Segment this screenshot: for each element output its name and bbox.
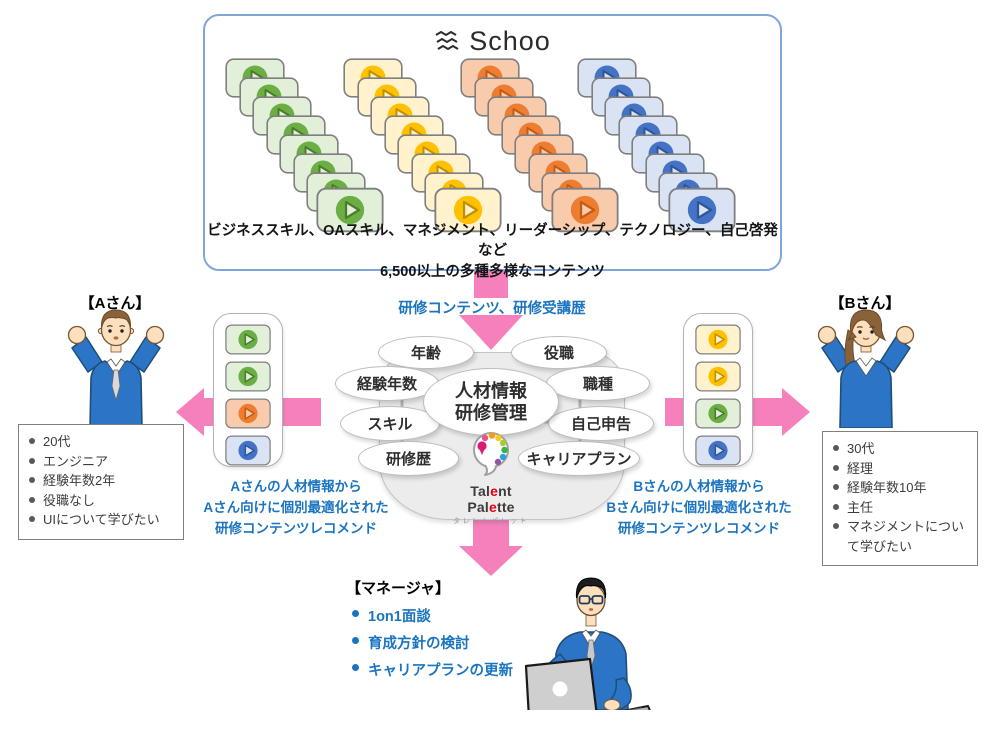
oval-career-plan: キャリアプラン	[518, 441, 640, 476]
schoo-logo-text: Schoo	[469, 26, 551, 56]
attr-item: 20代	[29, 432, 173, 452]
core-label-line1: 人材情報	[455, 380, 527, 401]
bullet-dot	[833, 464, 839, 471]
oval-job-type: 職種	[546, 366, 650, 401]
talent-palette-wordmark: Talent Palette	[467, 483, 515, 515]
attr-item: 30代	[833, 439, 967, 459]
schoo-description-line2: 6,500以上の多種多様なコンテンツ	[380, 263, 605, 280]
bullet-dot	[352, 610, 359, 617]
video-card-green	[315, 187, 384, 233]
flow-label-training-contents: 研修コンテンツ、研修受講歴	[398, 301, 586, 317]
talent-palette-kana: タレントパレット	[453, 518, 529, 525]
person-a-recommend-text: Aさんの人材情報から Aさん向けに個別最適化された 研修コンテンツレコメンド	[203, 479, 389, 536]
bullet-dot	[29, 438, 35, 444]
schoo-description-line1: ビジネススキル、OAスキル、マネジメント、リーダーシップ、テクノロジー、自己啓発…	[207, 223, 778, 260]
bullet-dot	[352, 664, 359, 671]
bullet-dot	[29, 496, 35, 503]
oval-hr-training-management: 人材情報 研修管理	[423, 368, 559, 436]
bullet-dot	[833, 503, 839, 510]
palette-icon	[473, 432, 509, 476]
manager-task-list: 1on1面談 育成方針の検討 キャリアプランの更新	[352, 605, 513, 686]
attr-item: 経理	[833, 459, 967, 479]
manager-task: キャリアプランの更新	[352, 659, 513, 680]
oval-experience-years: 経験年数	[335, 366, 439, 401]
oval-position: 役職	[511, 336, 607, 369]
schoo-content-box: Schoo ビジネススキル、OAスキル、マネジメント、リーダーシップ、テクノロジ…	[203, 14, 782, 280]
manager-title: 【マネージャ】	[346, 580, 450, 597]
bullet-dot	[833, 484, 839, 490]
bullet-dot	[833, 445, 839, 451]
manager-illustration	[524, 577, 651, 710]
schoo-waves-icon	[435, 30, 459, 50]
oval-training-history: 研修歴	[358, 441, 459, 476]
video-thumb-orange	[225, 398, 271, 429]
core-label-line2: 研修管理	[455, 403, 527, 423]
person-b-attributes: 30代 経理 経験年数10年 主任 マネジメントについて学びたい	[822, 431, 978, 566]
schoo-logo: Schoo	[205, 26, 780, 57]
bullet-dot	[29, 477, 35, 483]
video-thumb-green	[225, 361, 271, 392]
bullet-dot	[352, 637, 359, 644]
oval-skill: スキル	[340, 406, 440, 441]
talent-palette-logo: Talent Palette タレントパレット	[451, 429, 531, 526]
person-a-title: 【Aさん】	[79, 295, 151, 312]
person-b-title: 【Bさん】	[829, 295, 901, 312]
attr-item: 経験年数10年	[833, 478, 967, 498]
video-thumb-green	[225, 324, 271, 355]
video-card-blue	[667, 187, 736, 233]
video-thumb-yellow	[695, 324, 741, 355]
video-thumb-yellow	[695, 361, 741, 392]
schoo-description: ビジネススキル、OAスキル、マネジメント、リーダーシップ、テクノロジー、自己啓発…	[205, 221, 780, 282]
attr-item: エンジニア	[29, 452, 173, 472]
bullet-dot	[29, 516, 35, 522]
video-card-yellow	[433, 187, 502, 233]
oval-age: 年齢	[378, 336, 474, 369]
person-a-illustration	[67, 309, 165, 428]
attr-item: マネジメントについて学びたい	[833, 517, 967, 556]
attr-item: UIについて学びたい	[29, 510, 173, 530]
attr-item: 役職なし	[29, 491, 173, 511]
recommended-videos-panel-b	[683, 313, 753, 467]
person-b-illustration	[817, 309, 915, 428]
manager-task: 1on1面談	[352, 605, 513, 626]
recommended-videos-panel-a	[213, 313, 283, 467]
bullet-dot	[833, 523, 839, 529]
video-thumb-green	[695, 398, 741, 429]
person-a-attributes: 20代 エンジニア 経験年数2年 役職なし UIについて学びたい	[18, 424, 184, 540]
attr-item: 経験年数2年	[29, 471, 173, 491]
arrow-schoo-to-platform	[459, 268, 523, 350]
bullet-dot	[29, 457, 35, 464]
attr-item: 主任	[833, 498, 967, 518]
person-b-recommend-text: Bさんの人材情報から Bさん向けに個別最適化された 研修コンテンツレコメンド	[606, 479, 792, 536]
video-card-orange	[550, 187, 619, 233]
video-thumb-blue	[695, 435, 741, 466]
manager-task: 育成方針の検討	[352, 632, 513, 653]
video-thumb-blue	[225, 435, 271, 466]
oval-self-report: 自己申告	[548, 406, 654, 441]
